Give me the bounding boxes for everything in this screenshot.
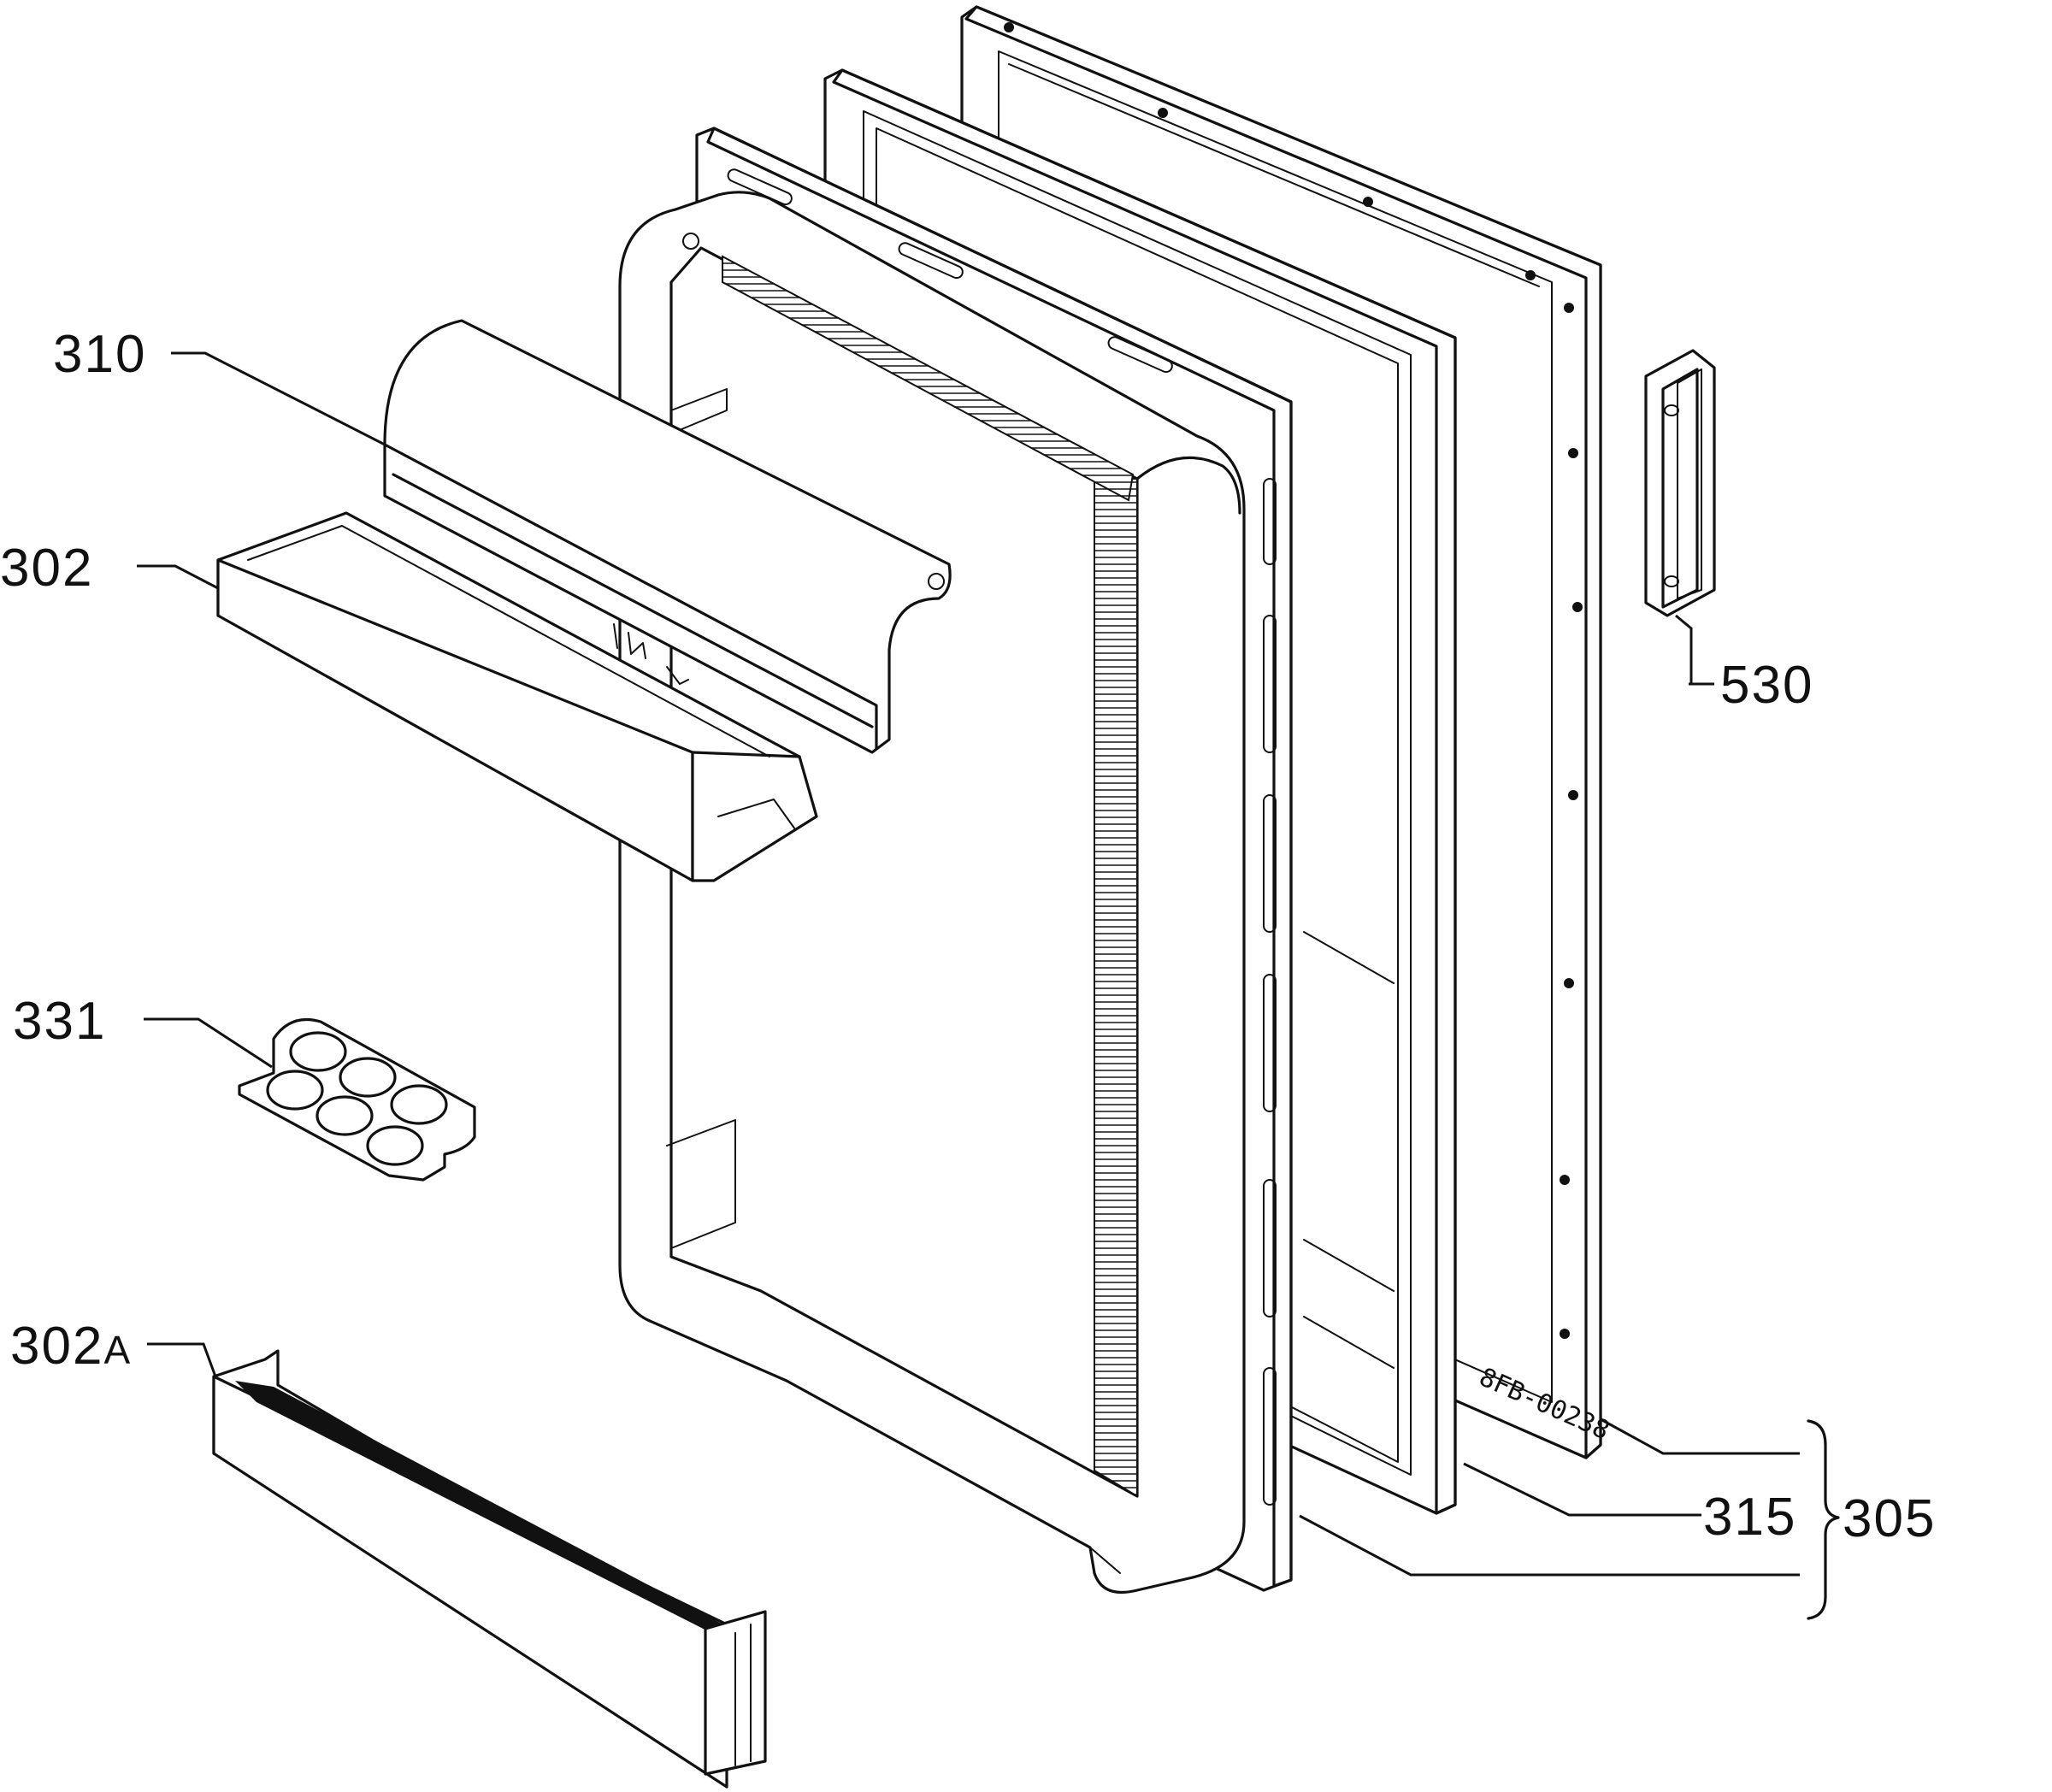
label-305: 305 — [1843, 1489, 1936, 1548]
label-302a-suffix: A — [103, 1328, 132, 1372]
panel-screw-holes — [1004, 22, 1583, 1339]
label-331: 331 — [13, 992, 106, 1051]
shelf-mold-marks — [613, 623, 689, 685]
part-302a-bottle-shelf — [212, 1349, 767, 1789]
label-530: 530 — [1720, 656, 1813, 715]
leader-lines — [137, 351, 1800, 1577]
part-331-egg-tray — [238, 1017, 476, 1182]
label-302a-number: 302 — [10, 1317, 103, 1376]
part-530-door-handle — [1644, 349, 1716, 617]
label-310: 310 — [53, 325, 146, 384]
label-315: 315 — [1703, 1488, 1796, 1547]
group-brace-305 — [1807, 1419, 1840, 1620]
part-302-upper-shelf — [216, 511, 818, 882]
part-310-dairy-flap — [383, 319, 952, 754]
label-302: 302 — [0, 539, 93, 598]
label-302a: 302A — [10, 1317, 132, 1376]
liner-slots — [727, 168, 1277, 1506]
